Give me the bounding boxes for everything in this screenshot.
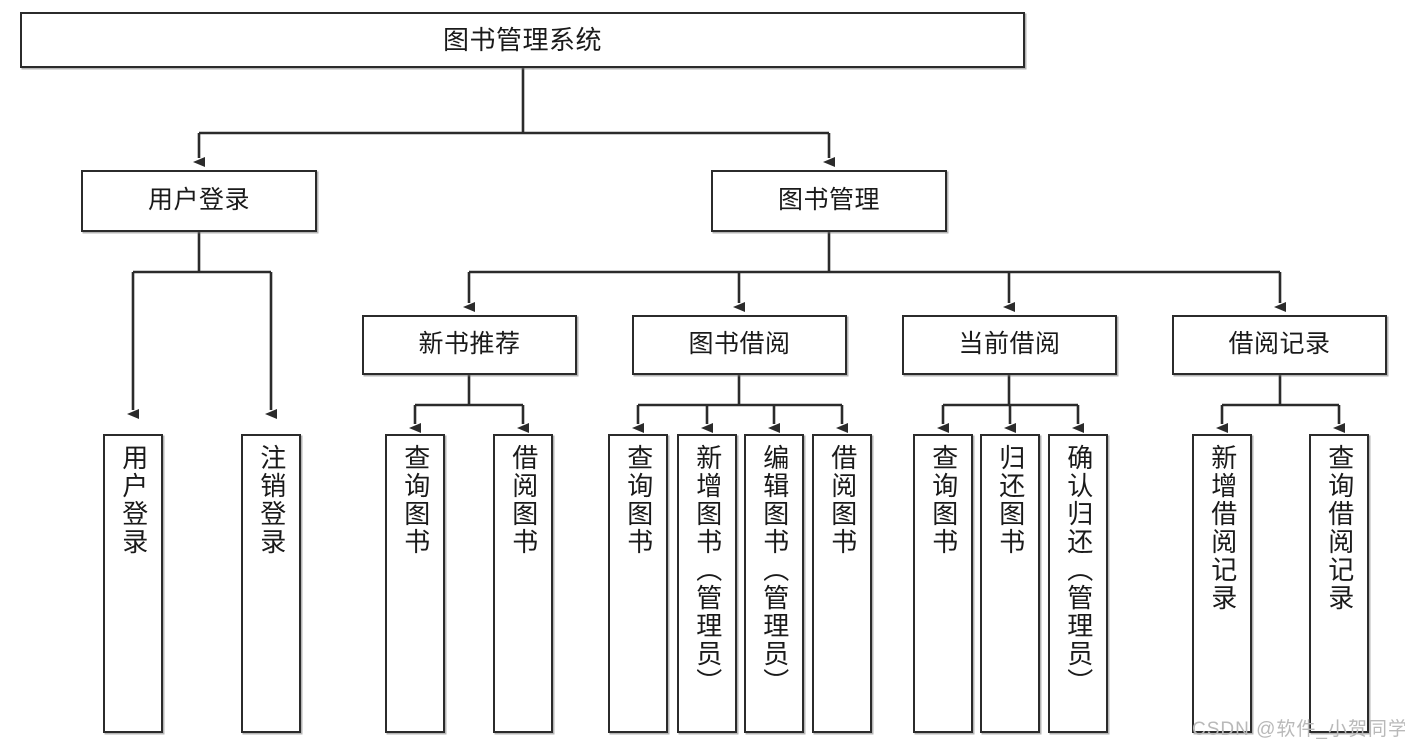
node-label: 图书管理 (777, 186, 880, 215)
node-leaf-query-record[interactable]: 查询借阅记录 (1309, 434, 1369, 733)
node-user-login[interactable]: 用户登录 (81, 170, 317, 232)
node-leaf-borrow-book-1[interactable]: 借阅图书 (493, 434, 553, 733)
node-label: 确认归还（管理员） (1063, 444, 1094, 696)
node-label: 查询图书 (623, 444, 654, 556)
node-current-borrow[interactable]: 当前借阅 (902, 315, 1117, 375)
node-label: 借阅图书 (508, 444, 539, 556)
node-leaf-query-book-1[interactable]: 查询图书 (385, 434, 445, 733)
node-leaf-borrow-book-2[interactable]: 借阅图书 (812, 434, 872, 733)
node-book-manage[interactable]: 图书管理 (711, 170, 947, 232)
node-book-borrow[interactable]: 图书借阅 (632, 315, 847, 375)
node-leaf-confirm-return[interactable]: 确认归还（管理员） (1048, 434, 1108, 733)
node-label: 用户登录 (118, 444, 149, 556)
node-label: 查询图书 (928, 444, 959, 556)
node-leaf-user-login[interactable]: 用户登录 (103, 434, 163, 733)
node-label: 图书借阅 (688, 330, 791, 359)
node-root-system[interactable]: 图书管理系统 (20, 12, 1025, 68)
node-leaf-add-book[interactable]: 新增图书（管理员） (677, 434, 737, 733)
node-label: 归还图书 (995, 444, 1026, 556)
node-leaf-logout[interactable]: 注销登录 (241, 434, 301, 733)
node-label: 图书管理系统 (442, 24, 602, 55)
node-leaf-edit-book[interactable]: 编辑图书（管理员） (744, 434, 804, 733)
node-leaf-query-book-2[interactable]: 查询图书 (608, 434, 668, 733)
node-label: 查询借阅记录 (1324, 444, 1355, 612)
watermark: CSDN @软件_小贺同学 (1192, 719, 1405, 740)
node-label: 新增图书（管理员） (692, 444, 723, 696)
node-leaf-query-book-3[interactable]: 查询图书 (913, 434, 973, 733)
node-label: 当前借阅 (958, 330, 1061, 359)
node-label: 注销登录 (256, 444, 287, 556)
node-label: 借阅记录 (1228, 330, 1331, 359)
node-label: 新增借阅记录 (1207, 444, 1238, 612)
node-leaf-add-record[interactable]: 新增借阅记录 (1192, 434, 1252, 733)
node-label: 编辑图书（管理员） (759, 444, 790, 696)
node-label: 用户登录 (147, 186, 250, 215)
node-label: 查询图书 (400, 444, 431, 556)
node-borrow-record[interactable]: 借阅记录 (1172, 315, 1387, 375)
node-label: 新书推荐 (418, 330, 521, 359)
node-new-book-recommendation[interactable]: 新书推荐 (362, 315, 577, 375)
node-leaf-return-book[interactable]: 归还图书 (980, 434, 1040, 733)
node-label: 借阅图书 (827, 444, 858, 556)
